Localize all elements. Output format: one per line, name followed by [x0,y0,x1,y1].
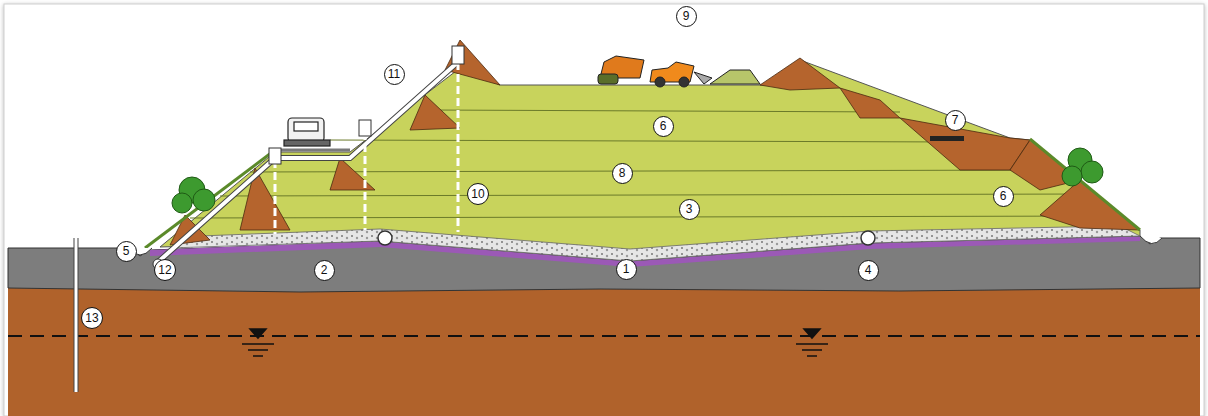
water-symbol [242,329,828,356]
callout-number: 6 [1000,190,1007,202]
gas-pipe [158,62,458,262]
callout-circle: 10 [467,183,489,205]
callout-circle: 1 [616,259,637,280]
callout-number: 4 [865,264,872,276]
callout-number: 12 [158,264,171,276]
callout-circle: 8 [612,163,633,184]
frame [4,4,1204,416]
callout-number: 11 [388,68,400,80]
callout-number: 7 [952,114,959,126]
subsoil [8,285,1200,416]
callout-number: 5 [123,245,130,257]
ditch [1140,236,1162,244]
callout-number: 9 [683,10,690,22]
surface-seal [930,136,964,141]
callout-circle: 13 [81,307,103,329]
callout-circle: 4 [858,260,879,281]
access-road [275,149,350,152]
groundwater-line [8,335,1200,337]
callout-number: 10 [471,188,484,200]
callout-circle: 7 [945,110,966,131]
callout-circle: 3 [679,199,700,220]
compactor [598,56,760,87]
drain-pipe [378,231,875,245]
callout-circle: 2 [314,260,335,281]
monitoring-well [74,238,79,392]
callout-number: 13 [85,312,98,324]
drainage-layer [170,226,1140,261]
callout-circle: 12 [154,259,176,281]
callout-number: 1 [623,263,630,275]
gas-pipe [158,62,458,262]
callout-number: 2 [321,264,328,276]
callout-circle: 5 [116,241,137,262]
callout-circle: 11 [384,64,405,85]
monitoring-well [75,238,78,392]
callout-circle: 9 [676,6,697,27]
truck [284,118,330,146]
gas-well [275,62,458,234]
well-head [269,46,464,164]
callout-circle: 6 [653,116,674,137]
callout-circle: 6 [993,186,1014,207]
waste-layers [190,110,1120,218]
callout-number: 6 [660,120,667,132]
callout-number: 8 [619,167,626,179]
soil-berms [170,40,1140,245]
callout-number: 3 [686,203,693,215]
